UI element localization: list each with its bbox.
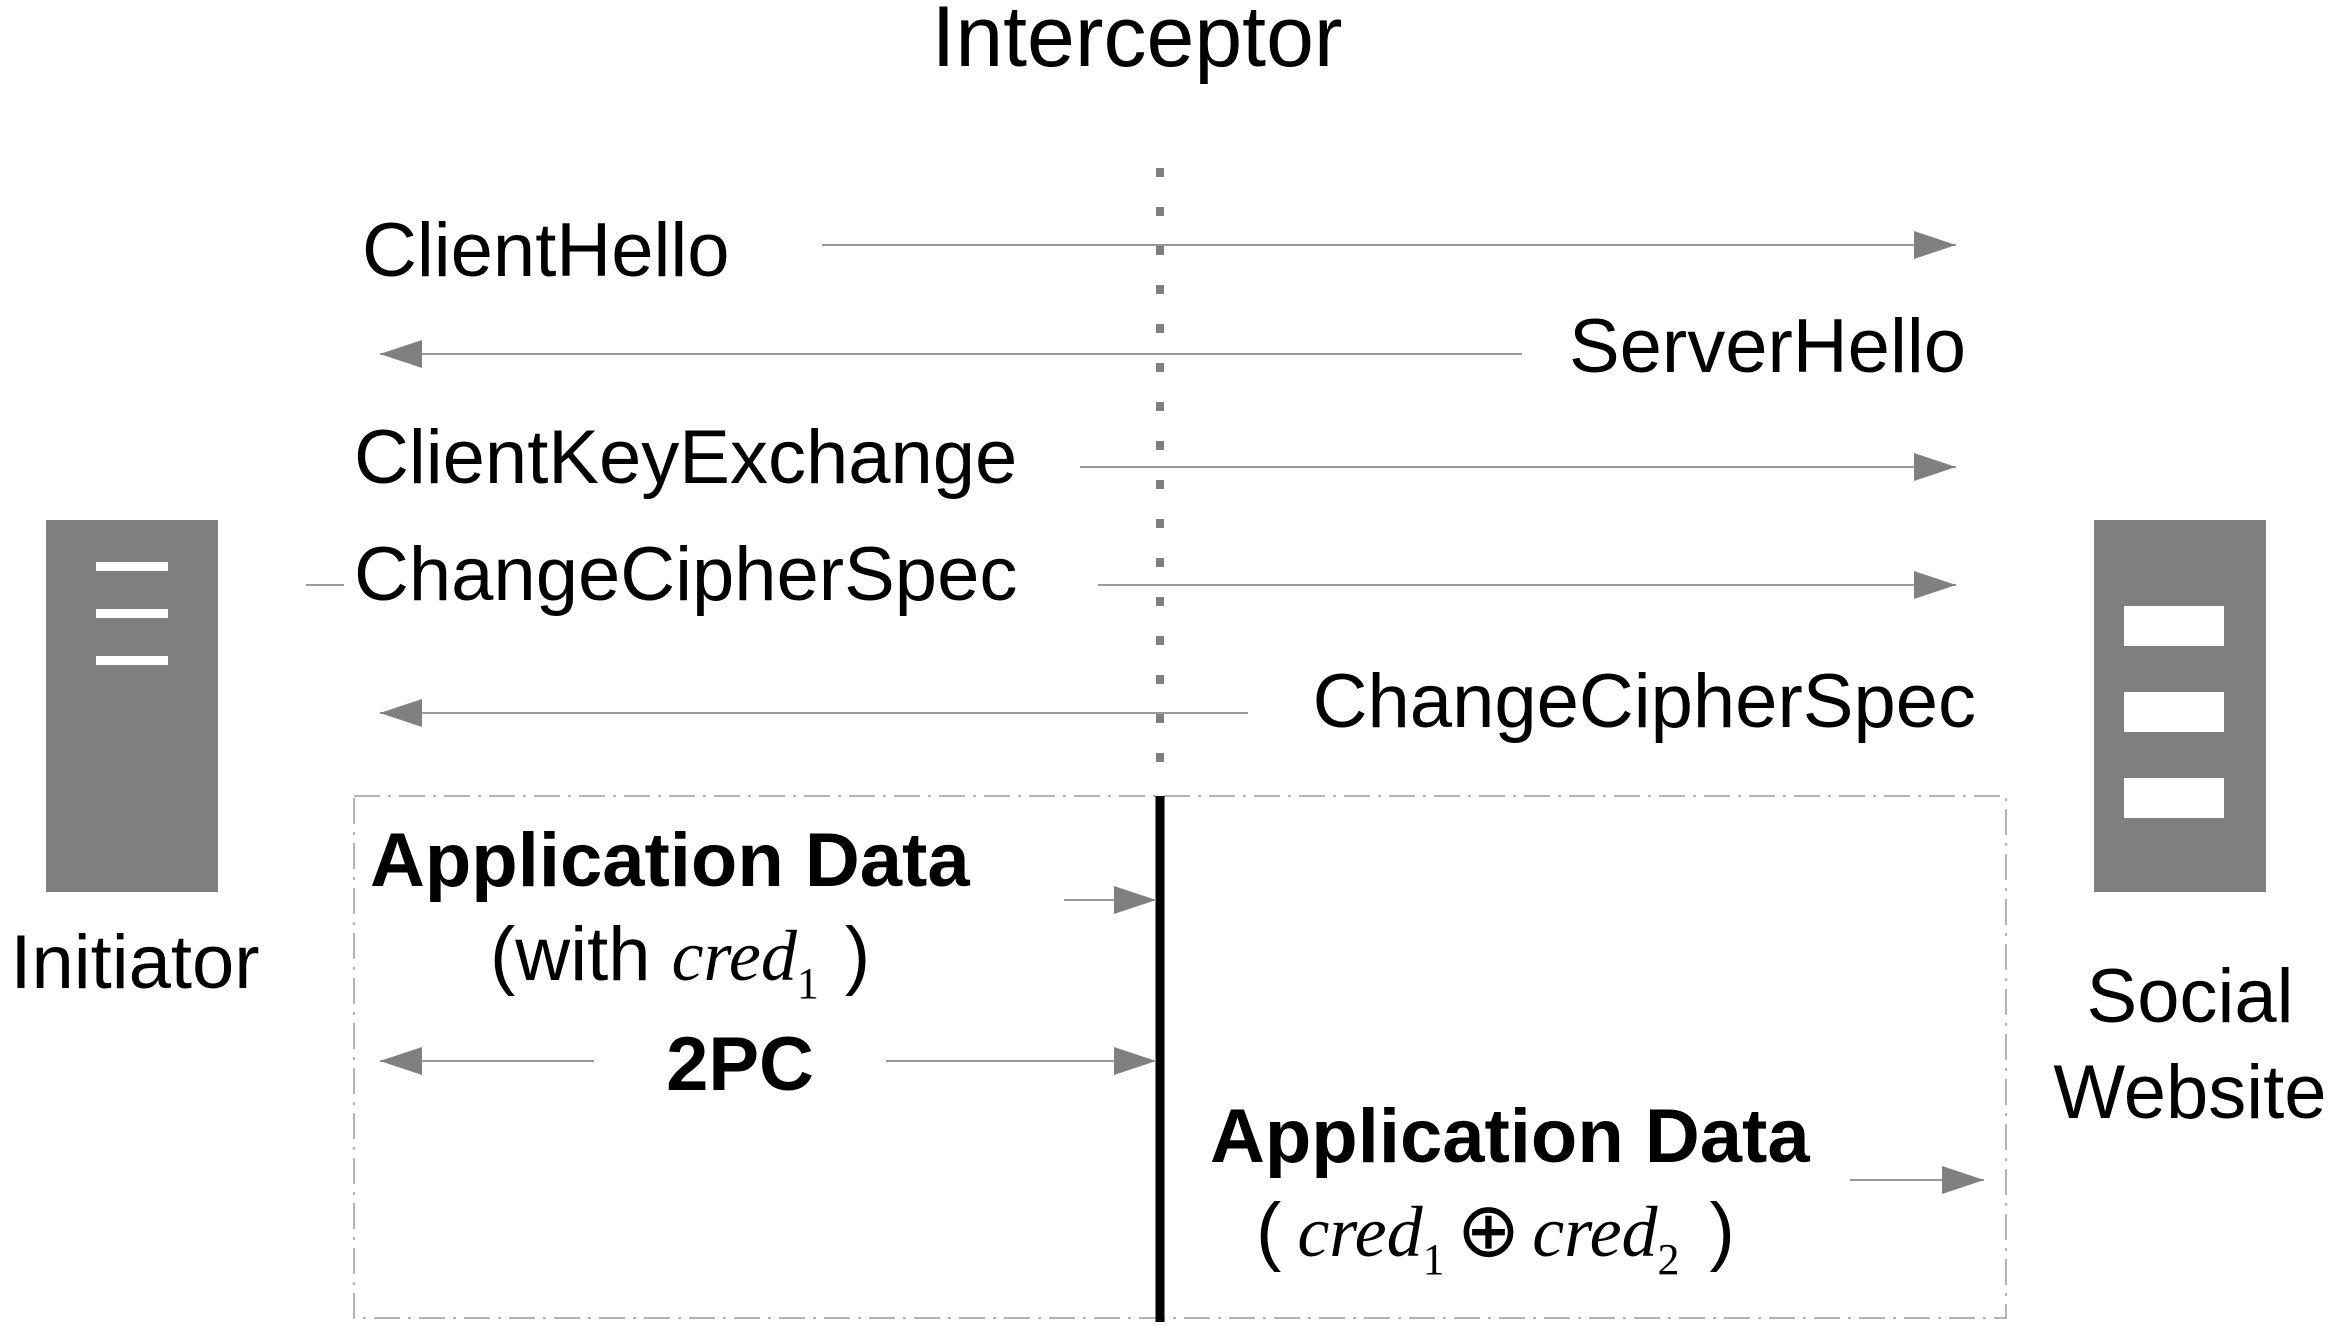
social-website-label-line2: Website xyxy=(2053,1050,2326,1135)
app-data-right-cred-a: cred xyxy=(1297,1192,1423,1272)
two-pc-label: 2PC xyxy=(666,1022,814,1107)
app-data-left-paren-open: (with xyxy=(490,912,672,997)
app-data-right-cred-b: cred xyxy=(1532,1192,1658,1272)
session-frame xyxy=(353,795,2007,1319)
diagram-title: Interceptor xyxy=(931,0,1342,85)
app-data-right-paren-open: ( xyxy=(1256,1188,1281,1273)
social-website-label-line1: Social xyxy=(2087,954,2294,1039)
app-data-left-title: Application Data xyxy=(370,818,970,903)
app-data-left-cred-symbol: cred xyxy=(672,916,798,996)
app-data-right-cred-b-subscript: 2 xyxy=(1658,1235,1680,1284)
message-server-hello: ServerHello xyxy=(1569,304,1966,389)
app-data-left-paren-close: ) xyxy=(845,912,870,997)
app-data-right-title: Application Data xyxy=(1210,1094,1810,1179)
app-data-right-xor: ⊕ xyxy=(1457,1188,1521,1273)
initiator-label: Initiator xyxy=(10,920,259,1005)
app-data-right-cred: (cred1⊕cred2) xyxy=(1256,1188,1735,1284)
app-data-left-cred: (with cred1) xyxy=(490,912,870,1008)
app-data-right-paren-close: ) xyxy=(1710,1188,1735,1273)
message-client-key-exchange: ClientKeyExchange xyxy=(354,415,1017,500)
message-change-cipher-spec-server: ChangeCipherSpec xyxy=(1313,659,1976,744)
initiator-server-icon xyxy=(46,520,218,892)
social-website-server-icon xyxy=(2094,520,2266,892)
message-change-cipher-spec-client: ChangeCipherSpec xyxy=(354,532,1017,617)
app-data-left-cred-subscript: 1 xyxy=(797,959,819,1008)
app-data-right-cred-a-subscript: 1 xyxy=(1423,1235,1445,1284)
message-client-hello: ClientHello xyxy=(362,208,730,293)
